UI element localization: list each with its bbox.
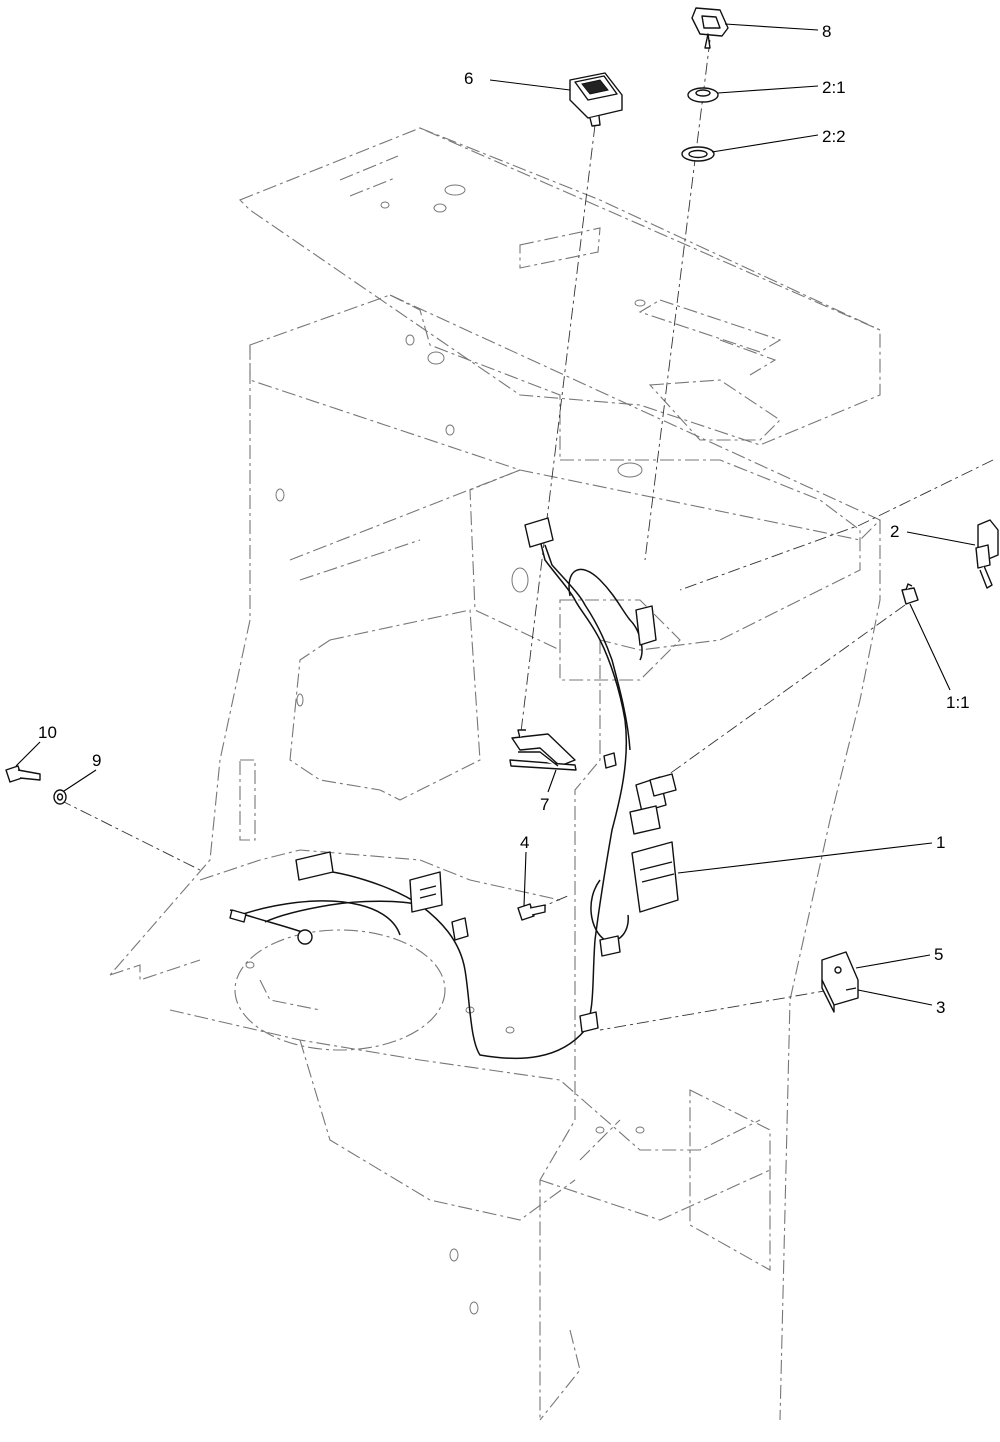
switch-part-2: [975, 519, 999, 589]
callout-3: 3: [936, 998, 945, 1017]
callouts: 8 6 2:1 2:2 2 1:1 10 9 7 4 1 5 3: [38, 22, 970, 1017]
callout-10: 10: [38, 723, 57, 742]
washer-part-9: [53, 789, 67, 805]
callout-2-2: 2:2: [822, 127, 846, 146]
assembly-centerlines: [59, 39, 994, 1031]
harness-connectors: [229, 517, 679, 1033]
nut-part-2-1: [687, 87, 719, 103]
callout-8: 8: [822, 22, 831, 41]
bracket-part-7: [509, 729, 577, 771]
callout-9: 9: [92, 751, 101, 770]
leader-lines: [15, 23, 976, 1006]
washer-part-2-2: [681, 146, 715, 162]
key-part-8: [691, 7, 729, 49]
relay-part-3: [821, 951, 859, 1013]
callout-6: 6: [464, 69, 473, 88]
callout-2-1: 2:1: [822, 78, 846, 97]
callout-2: 2: [890, 522, 899, 541]
callout-7: 7: [540, 795, 549, 814]
callout-1: 1: [936, 833, 945, 852]
bolt-part-10: [5, 765, 41, 783]
callout-5: 5: [934, 945, 943, 964]
callout-1-1: 1:1: [946, 693, 970, 712]
frame-phantom: [109, 127, 881, 1421]
hour-meter-part-6: [569, 72, 623, 127]
clip-part-1-1: [901, 583, 919, 605]
screw-part-4: [517, 903, 546, 921]
callout-4: 4: [520, 833, 529, 852]
